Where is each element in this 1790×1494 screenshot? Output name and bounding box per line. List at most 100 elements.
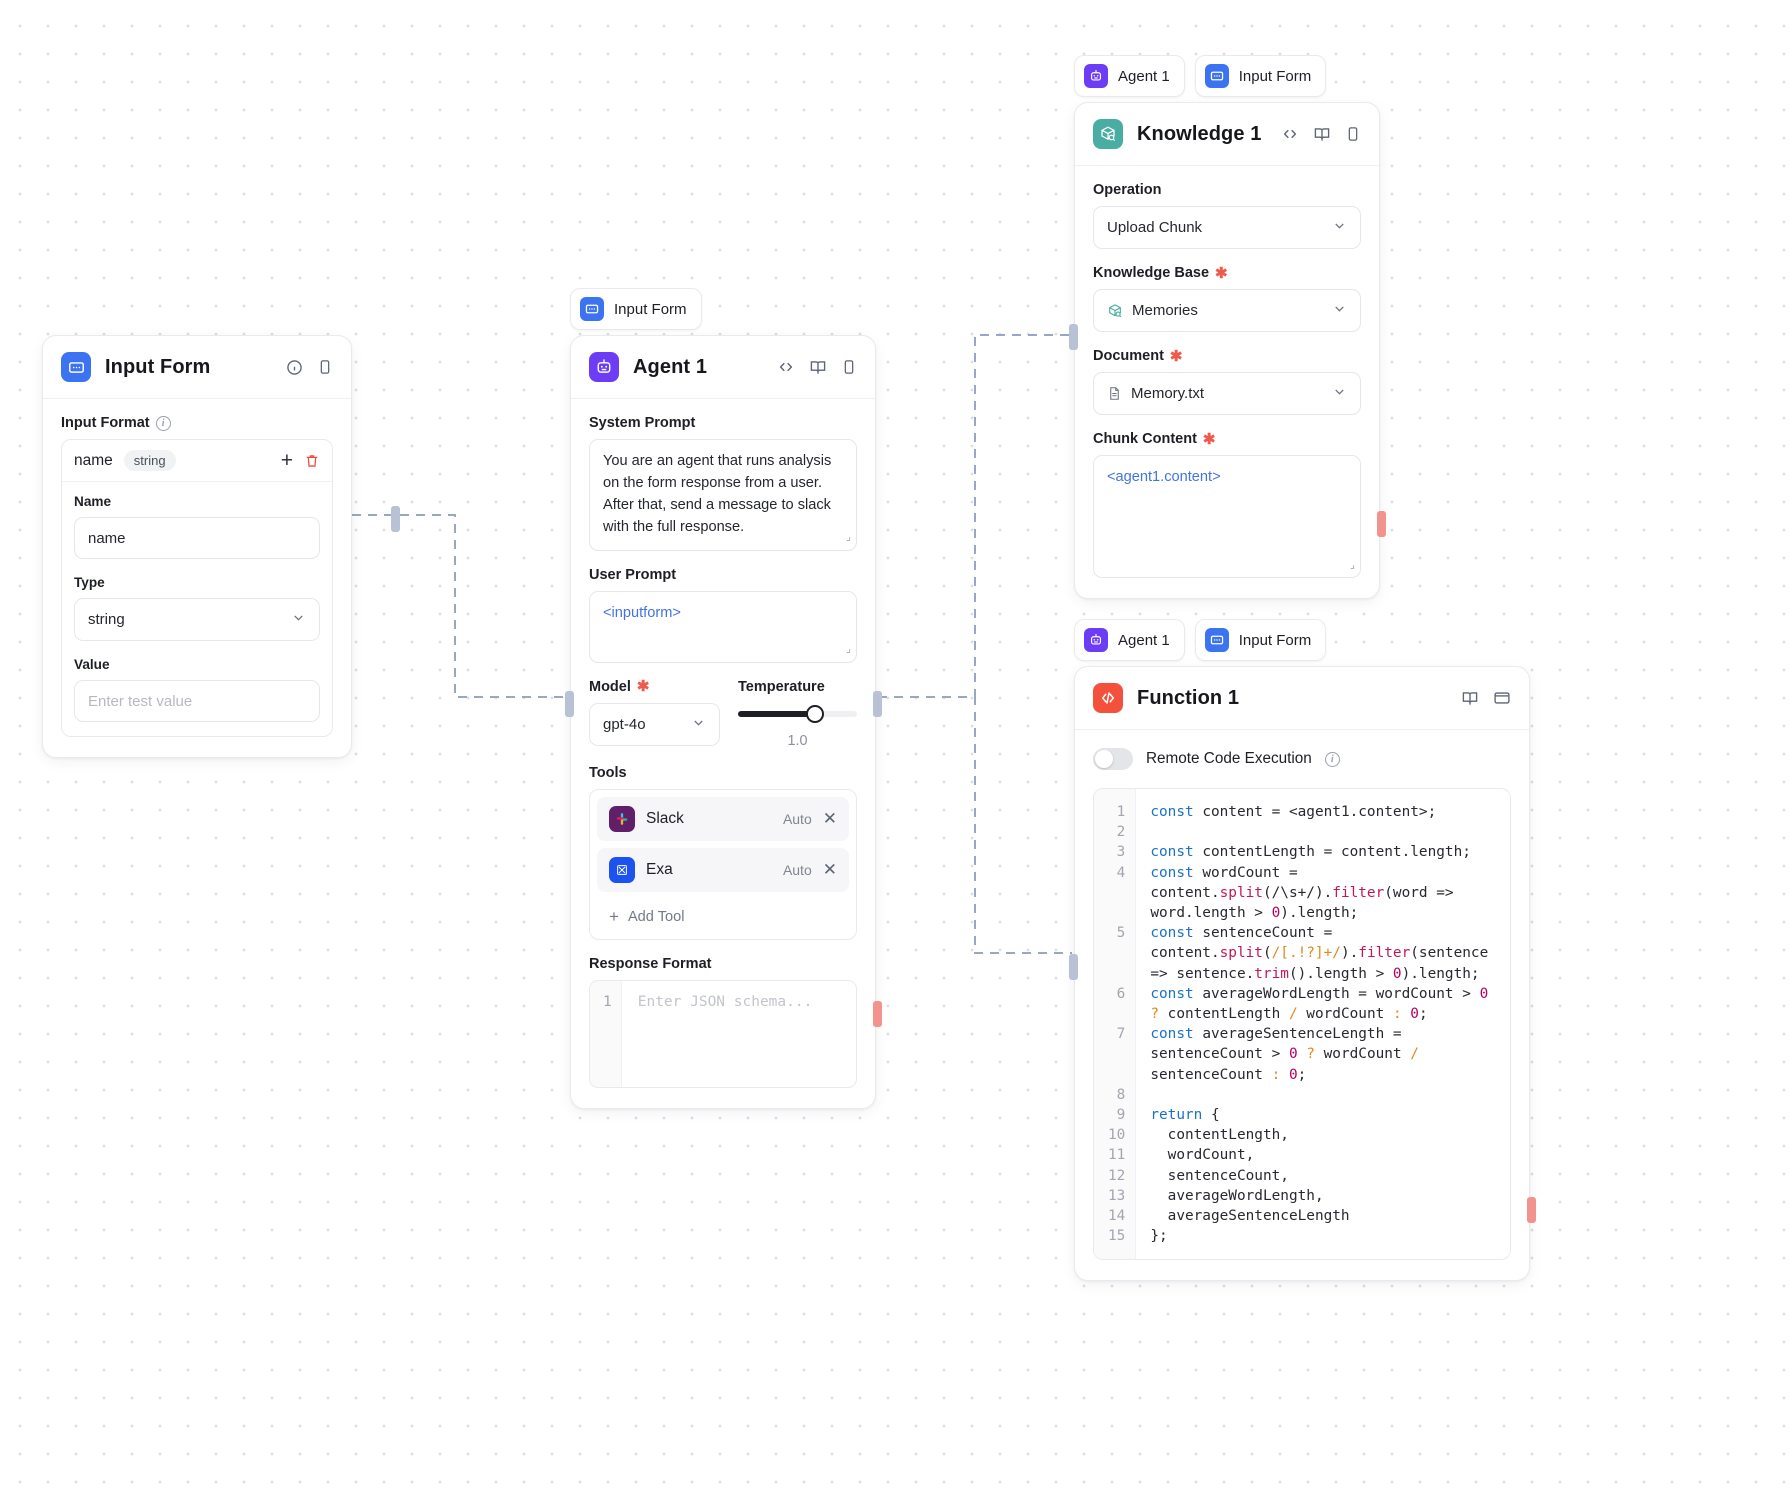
entry-name: name (74, 451, 113, 469)
pill-input-form[interactable]: Input Form (1194, 55, 1327, 97)
field-label-value: Value (74, 657, 110, 672)
info-icon[interactable] (286, 359, 303, 376)
input-form-icon (1204, 64, 1229, 88)
info-icon[interactable]: i (155, 415, 171, 431)
panel-icon[interactable] (1345, 126, 1361, 142)
output-port[interactable] (873, 691, 882, 717)
function-header: Function 1 (1075, 667, 1529, 730)
input-port[interactable] (565, 691, 574, 717)
name-input-value: name (88, 529, 126, 547)
input-format-text: Input Format (61, 415, 150, 431)
name-input[interactable]: name (74, 517, 320, 559)
close-icon[interactable]: ✕ (822, 809, 837, 829)
node-knowledge[interactable]: Knowledge 1 Operation Upload Chunk (1069, 102, 1386, 599)
test-value-input[interactable]: Enter test value (74, 680, 320, 722)
plus-icon[interactable]: + (280, 449, 293, 472)
input-form-body: Input Format i name string + Name (43, 399, 351, 757)
close-icon[interactable]: ✕ (822, 860, 837, 880)
knowledge-base-label-text: Knowledge Base (1093, 265, 1210, 281)
document-label-text: Document (1093, 348, 1164, 364)
document-label: Document ✱ (1093, 348, 1361, 364)
node-input-form[interactable]: Input Form Input Format i (42, 335, 400, 758)
knowledge-icon (1107, 303, 1123, 319)
knowledge-base-select[interactable]: Memories (1093, 289, 1361, 332)
chunk-content-textarea[interactable]: <agent1.content> ⌟ (1093, 455, 1361, 578)
code-icon[interactable] (1281, 125, 1299, 143)
input-format-label: Input Format i (61, 415, 333, 431)
robot-icon (1084, 628, 1108, 652)
slider-knob[interactable] (805, 704, 824, 723)
input-form-header: Input Form (43, 336, 351, 399)
input-format-entry: name string + Name name (61, 439, 333, 737)
book-icon[interactable] (1461, 689, 1479, 707)
book-icon[interactable] (809, 358, 827, 376)
test-value-placeholder: Enter test value (88, 692, 193, 710)
system-prompt-textarea[interactable]: You are an agent that runs analysis on t… (589, 439, 857, 551)
robot-icon (589, 352, 619, 382)
user-prompt-value: <inputform> (603, 604, 681, 621)
code-content[interactable]: const content = <agent1.content>; const … (1150, 804, 1497, 1245)
chunk-content-value: <agent1.content> (1107, 469, 1221, 485)
tool-mode[interactable]: Auto (782, 810, 812, 827)
remote-code-execution-toggle[interactable] (1093, 748, 1133, 770)
model-select[interactable]: gpt-4o (589, 702, 720, 746)
robot-icon (1084, 64, 1108, 88)
error-port[interactable] (873, 1001, 882, 1027)
function-incoming-pills: Agent 1 Input Form (1074, 619, 1327, 661)
temperature-slider[interactable] (738, 704, 857, 723)
pill-input-form[interactable]: Input Form (570, 288, 702, 330)
info-icon[interactable]: i (1324, 751, 1340, 767)
window-icon[interactable] (1493, 689, 1511, 707)
temperature-control: Temperature 1.0 (738, 679, 857, 749)
chunk-content-label: Chunk Content ✱ (1093, 431, 1361, 447)
chevron-down-icon (1332, 301, 1347, 320)
operation-value: Upload Chunk (1107, 219, 1203, 236)
input-form-icon (61, 352, 91, 382)
trash-icon[interactable] (304, 453, 320, 469)
system-prompt-value: You are an agent that runs analysis on t… (603, 453, 832, 535)
remote-code-execution-row: Remote Code Execution i (1093, 746, 1511, 774)
code-icon[interactable] (777, 358, 795, 376)
knowledge-incoming-pills: Agent 1 Input Form (1074, 55, 1327, 97)
exa-icon (609, 856, 635, 883)
tool-row-exa[interactable]: Exa Auto ✕ (597, 847, 849, 892)
tool-row-slack[interactable]: Slack Auto ✕ (597, 796, 849, 841)
knowledge-body: Operation Upload Chunk Knowledge Base ✱ (1075, 166, 1379, 598)
type-select[interactable]: string (74, 598, 320, 641)
output-port[interactable] (1377, 511, 1386, 537)
document-select[interactable]: Memory.txt (1093, 372, 1361, 415)
resize-handle-icon[interactable]: ⌟ (1349, 558, 1355, 571)
panel-icon[interactable] (841, 359, 857, 375)
add-tool-label: Add Tool (627, 908, 685, 925)
chevron-down-icon (291, 610, 306, 629)
entry-header: name string + (62, 440, 332, 482)
chevron-down-icon (1332, 384, 1347, 403)
remote-code-execution-label: Remote Code Execution (1146, 750, 1312, 767)
input-port[interactable] (1069, 954, 1078, 980)
operation-select[interactable]: Upload Chunk (1093, 206, 1361, 249)
resize-handle-icon[interactable]: ⌟ (845, 643, 851, 656)
response-format-editor[interactable]: 1 Enter JSON schema... (589, 979, 857, 1088)
pill-label: Input Form (614, 300, 687, 318)
pill-input-form[interactable]: Input Form (1194, 619, 1327, 661)
pill-label: Input Form (1238, 631, 1312, 649)
node-agent[interactable]: Agent 1 System Prompt You are an agent t… (565, 335, 882, 1109)
panel-icon[interactable] (317, 359, 333, 375)
user-prompt-textarea[interactable]: <inputform> ⌟ (589, 590, 857, 663)
document-value: Memory.txt (1131, 385, 1205, 402)
output-port[interactable] (391, 506, 400, 532)
plus-icon: + (609, 906, 619, 926)
input-port[interactable] (1069, 324, 1078, 350)
pill-agent-1[interactable]: Agent 1 (1074, 619, 1185, 661)
output-port[interactable] (1527, 1197, 1536, 1223)
add-tool-button[interactable]: + Add Tool (597, 899, 849, 932)
resize-handle-icon[interactable]: ⌟ (845, 531, 851, 544)
knowledge-icon (1093, 119, 1123, 149)
pill-agent-1[interactable]: Agent 1 (1074, 55, 1185, 97)
tool-mode[interactable]: Auto (782, 861, 812, 878)
book-icon[interactable] (1313, 125, 1331, 143)
